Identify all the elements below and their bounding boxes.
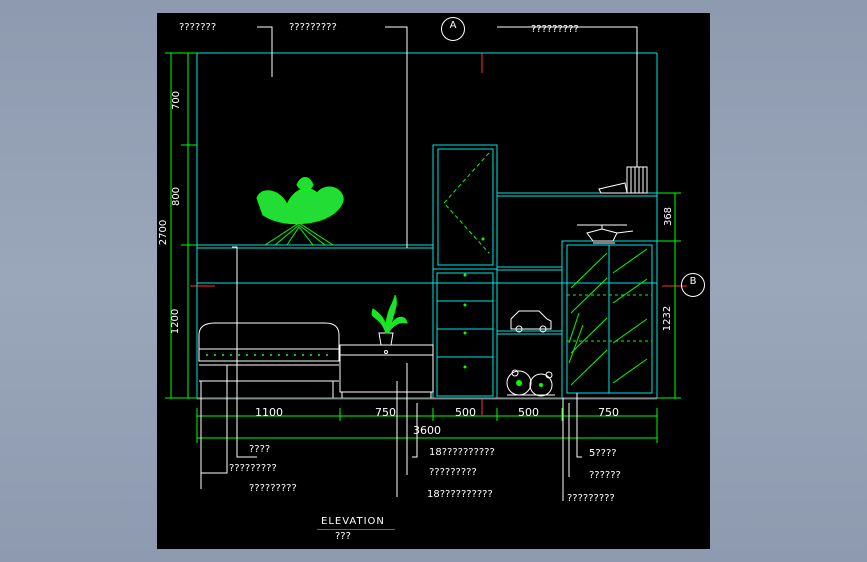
callout-bottom-1: ???? xyxy=(249,444,271,455)
dim-left-800: 800 xyxy=(171,186,183,207)
callout-bottom-6: 18?????????? xyxy=(427,489,493,500)
tall-cabinet-glass xyxy=(443,152,490,254)
callout-bottom-2: ????????? xyxy=(229,463,277,474)
section-marker-b: B xyxy=(681,273,705,297)
drawing-title-underline xyxy=(317,529,395,530)
dim-left-total: 2700 xyxy=(158,219,170,246)
dim-bottom-750b: 750 xyxy=(598,406,619,419)
callout-bottom-3: ????????? xyxy=(249,483,297,494)
toy-car xyxy=(510,310,552,333)
nightstand xyxy=(339,344,434,398)
dim-right-368: 368 xyxy=(663,206,675,227)
drawing-title: ELEVATION xyxy=(321,516,385,527)
dim-total: 3600 xyxy=(413,424,441,437)
callout-top-3: ????????? xyxy=(531,24,579,35)
right-dimension-lines xyxy=(657,192,681,399)
plant xyxy=(371,294,408,346)
drawing-sheet: A B ??????? ????????? ????????? 700 800 … xyxy=(157,13,710,549)
callout-bottom-8: ?????? xyxy=(589,470,621,481)
dim-bottom-500b: 500 xyxy=(518,406,539,419)
dim-right-1232: 1232 xyxy=(662,305,674,332)
callout-bottom-7: 5???? xyxy=(589,448,617,459)
callout-bottom-9: ????????? xyxy=(567,493,615,504)
bottom-dimension-lines xyxy=(196,408,658,443)
dim-bottom-750a: 750 xyxy=(375,406,396,419)
teddy-bear xyxy=(506,369,555,397)
glass-hatch xyxy=(568,248,648,386)
callout-bottom-4: 18?????????? xyxy=(429,447,495,458)
dim-bottom-500a: 500 xyxy=(455,406,476,419)
cabinet-knobs xyxy=(463,237,485,369)
section-marker-b-label: B xyxy=(689,276,697,287)
tall-cabinet xyxy=(432,144,498,399)
section-marker-a-label: A xyxy=(449,20,457,31)
dim-left-1200: 1200 xyxy=(170,308,182,335)
callout-top-1: ??????? xyxy=(179,22,217,33)
leader-lines xyxy=(200,26,638,501)
bed-pattern xyxy=(206,354,328,356)
dim-bottom-1100: 1100 xyxy=(255,406,283,419)
drawing-subtitle: ??? xyxy=(335,531,351,542)
dim-left-700: 700 xyxy=(171,90,183,111)
callout-top-2: ????????? xyxy=(289,22,337,33)
section-marker-a: A xyxy=(441,17,465,41)
kite-drawing xyxy=(256,177,344,246)
glass-shelves xyxy=(567,294,652,342)
helicopter xyxy=(577,224,634,244)
left-dimension-lines xyxy=(165,52,197,399)
glass-cabinet xyxy=(561,240,658,399)
elevation-drawing xyxy=(165,26,687,501)
books xyxy=(598,166,648,194)
teddy-bear-fill xyxy=(516,380,543,387)
open-shelves xyxy=(497,192,657,335)
callout-bottom-5: ????????? xyxy=(429,467,477,478)
bed xyxy=(198,322,340,398)
